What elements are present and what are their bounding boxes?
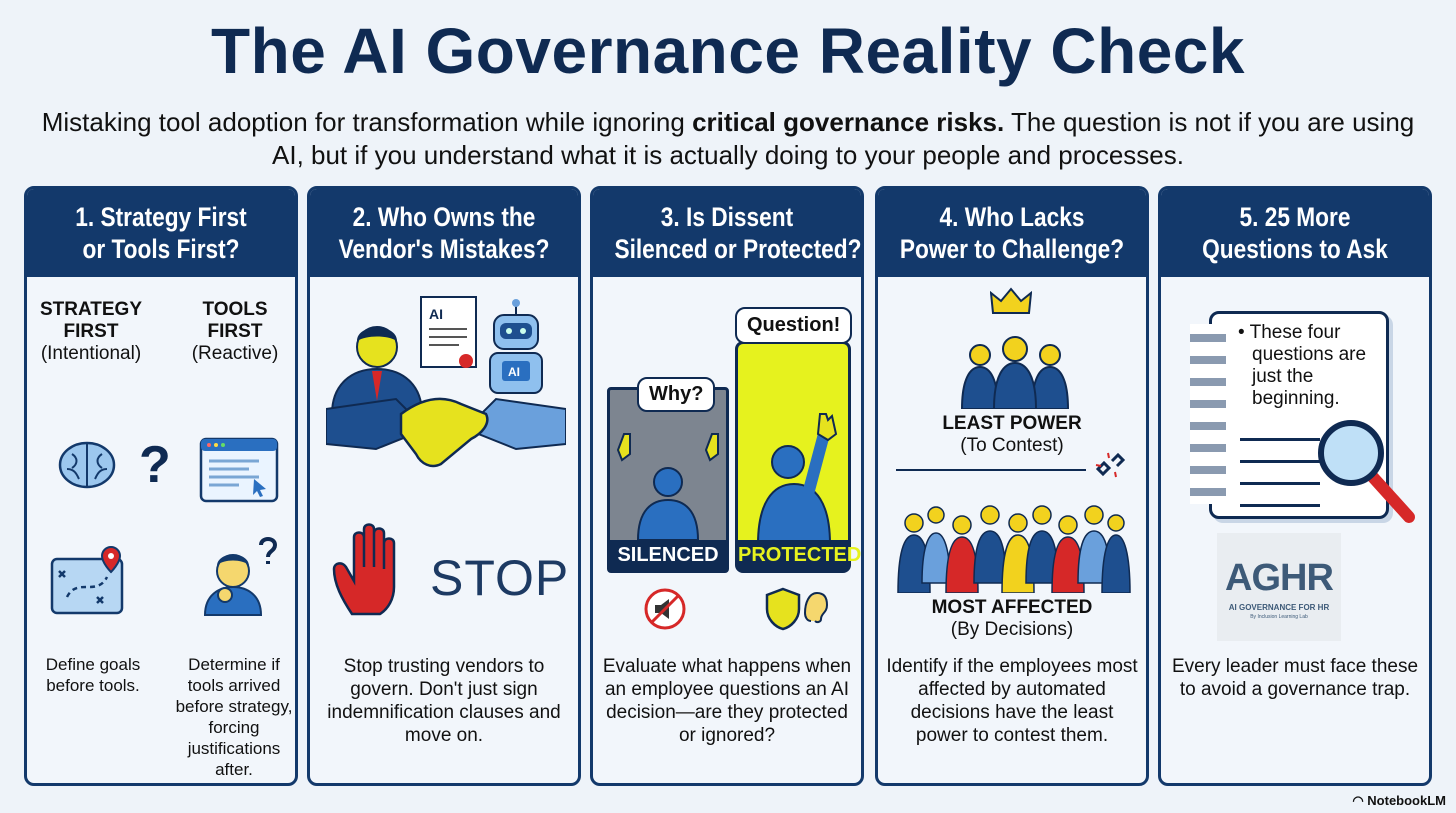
subtitle-text-2: The question is not if you are using AI,… xyxy=(272,107,1415,170)
notebook-rings xyxy=(1190,324,1226,504)
label-head: MOST AFFECTED xyxy=(931,597,1093,618)
brain-icon xyxy=(58,441,116,489)
aghr-logo: AGHR AI GOVERNANCE FOR HR By Inclusion L… xyxy=(1217,533,1341,641)
stop-hand-icon xyxy=(332,523,396,616)
logo-text: AGHR xyxy=(1225,557,1334,599)
robot-label: AI xyxy=(508,365,520,379)
label-head: FIRST xyxy=(207,321,263,342)
contract-label: AI xyxy=(429,306,443,322)
label-head: FIRST xyxy=(63,321,119,342)
label-head: TOOLS xyxy=(202,299,268,320)
protected-label: PROTECTED xyxy=(738,540,861,570)
logo-byline: By Inclusion Learning Lab xyxy=(1250,614,1308,620)
footer-text: NotebookLM xyxy=(1367,793,1446,808)
divider-line xyxy=(896,469,1086,471)
notebook-icon: • These four questions are just the begi… xyxy=(1190,311,1389,519)
handshake-icon xyxy=(326,397,566,468)
leaders-icon xyxy=(960,336,1070,409)
panel-description: Stop trusting vendors to govern. Don't j… xyxy=(327,656,561,746)
silenced-label: SILENCED xyxy=(610,540,726,570)
panel-title-line: 5. 25 More xyxy=(1239,202,1351,232)
notebooklm-logo-icon: ◠ xyxy=(1352,793,1364,808)
panel-title-line: Silenced or Protected? xyxy=(614,234,861,264)
panel-description: Every leader must face these to avoid a … xyxy=(1171,656,1419,700)
subtitle-text: Mistaking tool adoption for transformati… xyxy=(41,107,693,137)
label-head: STRATEGY xyxy=(39,299,143,320)
confused-person-icon xyxy=(203,537,278,616)
question-mark: ? xyxy=(139,436,171,494)
muted-speaker-icon xyxy=(644,588,686,630)
map-pin-icon xyxy=(50,545,124,615)
panel-title-line: 1. Strategy First xyxy=(75,202,247,232)
panel-title-line: Vendor's Mistakes? xyxy=(338,234,550,264)
checklist-lines xyxy=(1240,428,1320,508)
contract-icon: AI xyxy=(420,296,477,368)
panel-description: Evaluate what happens when an employee q… xyxy=(602,656,852,746)
panel-title-line: Questions to Ask xyxy=(1202,234,1388,264)
employees-group-icon xyxy=(897,505,1131,593)
crown-icon xyxy=(990,287,1032,314)
robot-icon: AI xyxy=(489,299,543,394)
tools-first-description: Determine if tools arrived before strate… xyxy=(175,655,293,779)
strategy-first-description: Define goals before tools. xyxy=(45,655,141,695)
stop-label: STOP xyxy=(430,550,570,606)
silenced-person-icon xyxy=(616,433,719,540)
silenced-box: SILENCED xyxy=(607,387,729,573)
label-head: LEAST POWER xyxy=(942,413,1082,434)
logo-subtitle: AI GOVERNANCE FOR HR xyxy=(1228,603,1330,612)
notebook-text-content: These four questions are just the beginn… xyxy=(1249,322,1367,409)
notebook-text: • These four questions are just the begi… xyxy=(1238,322,1367,409)
protected-box: PROTECTED xyxy=(735,341,861,573)
label-sub: (By Decisions) xyxy=(950,619,1074,640)
broken-link-icon xyxy=(1095,452,1126,478)
page-title: The AI Governance Reality Check xyxy=(211,15,1245,87)
panel-title-line: Power to Challenge? xyxy=(899,234,1125,264)
label-sub: (Intentional) xyxy=(40,343,142,364)
browser-window-icon xyxy=(199,437,279,503)
most-affected-label: MOST AFFECTED(By Decisions) xyxy=(878,597,1146,641)
notebooklm-watermark: ◠ NotebookLM xyxy=(1352,793,1446,809)
least-power-label: LEAST POWER(To Contest) xyxy=(878,413,1146,457)
question-bubble: Question! xyxy=(735,307,853,344)
panel-title-line: or Tools First? xyxy=(82,234,240,264)
shield-ear-icon xyxy=(765,587,829,631)
subtitle-emphasis: critical governance risks. xyxy=(692,107,1005,137)
protected-person-icon xyxy=(756,413,838,544)
why-bubble: Why? xyxy=(637,377,716,412)
panel-title-line: 2. Who Owns the xyxy=(352,202,536,232)
magnifier-icon xyxy=(1318,420,1415,523)
panel-title-line: 4. Who Lacks xyxy=(939,202,1085,232)
label-sub: (Reactive) xyxy=(191,343,279,364)
subtitle: Mistaking tool adoption for transformati… xyxy=(40,106,1416,172)
vendor-handshake-illustration: AI AI xyxy=(326,296,566,468)
panel-title-line: 3. Is Dissent xyxy=(660,202,794,232)
panel-description: Identify if the employees most affected … xyxy=(886,656,1138,746)
label-sub: (To Contest) xyxy=(960,435,1064,456)
